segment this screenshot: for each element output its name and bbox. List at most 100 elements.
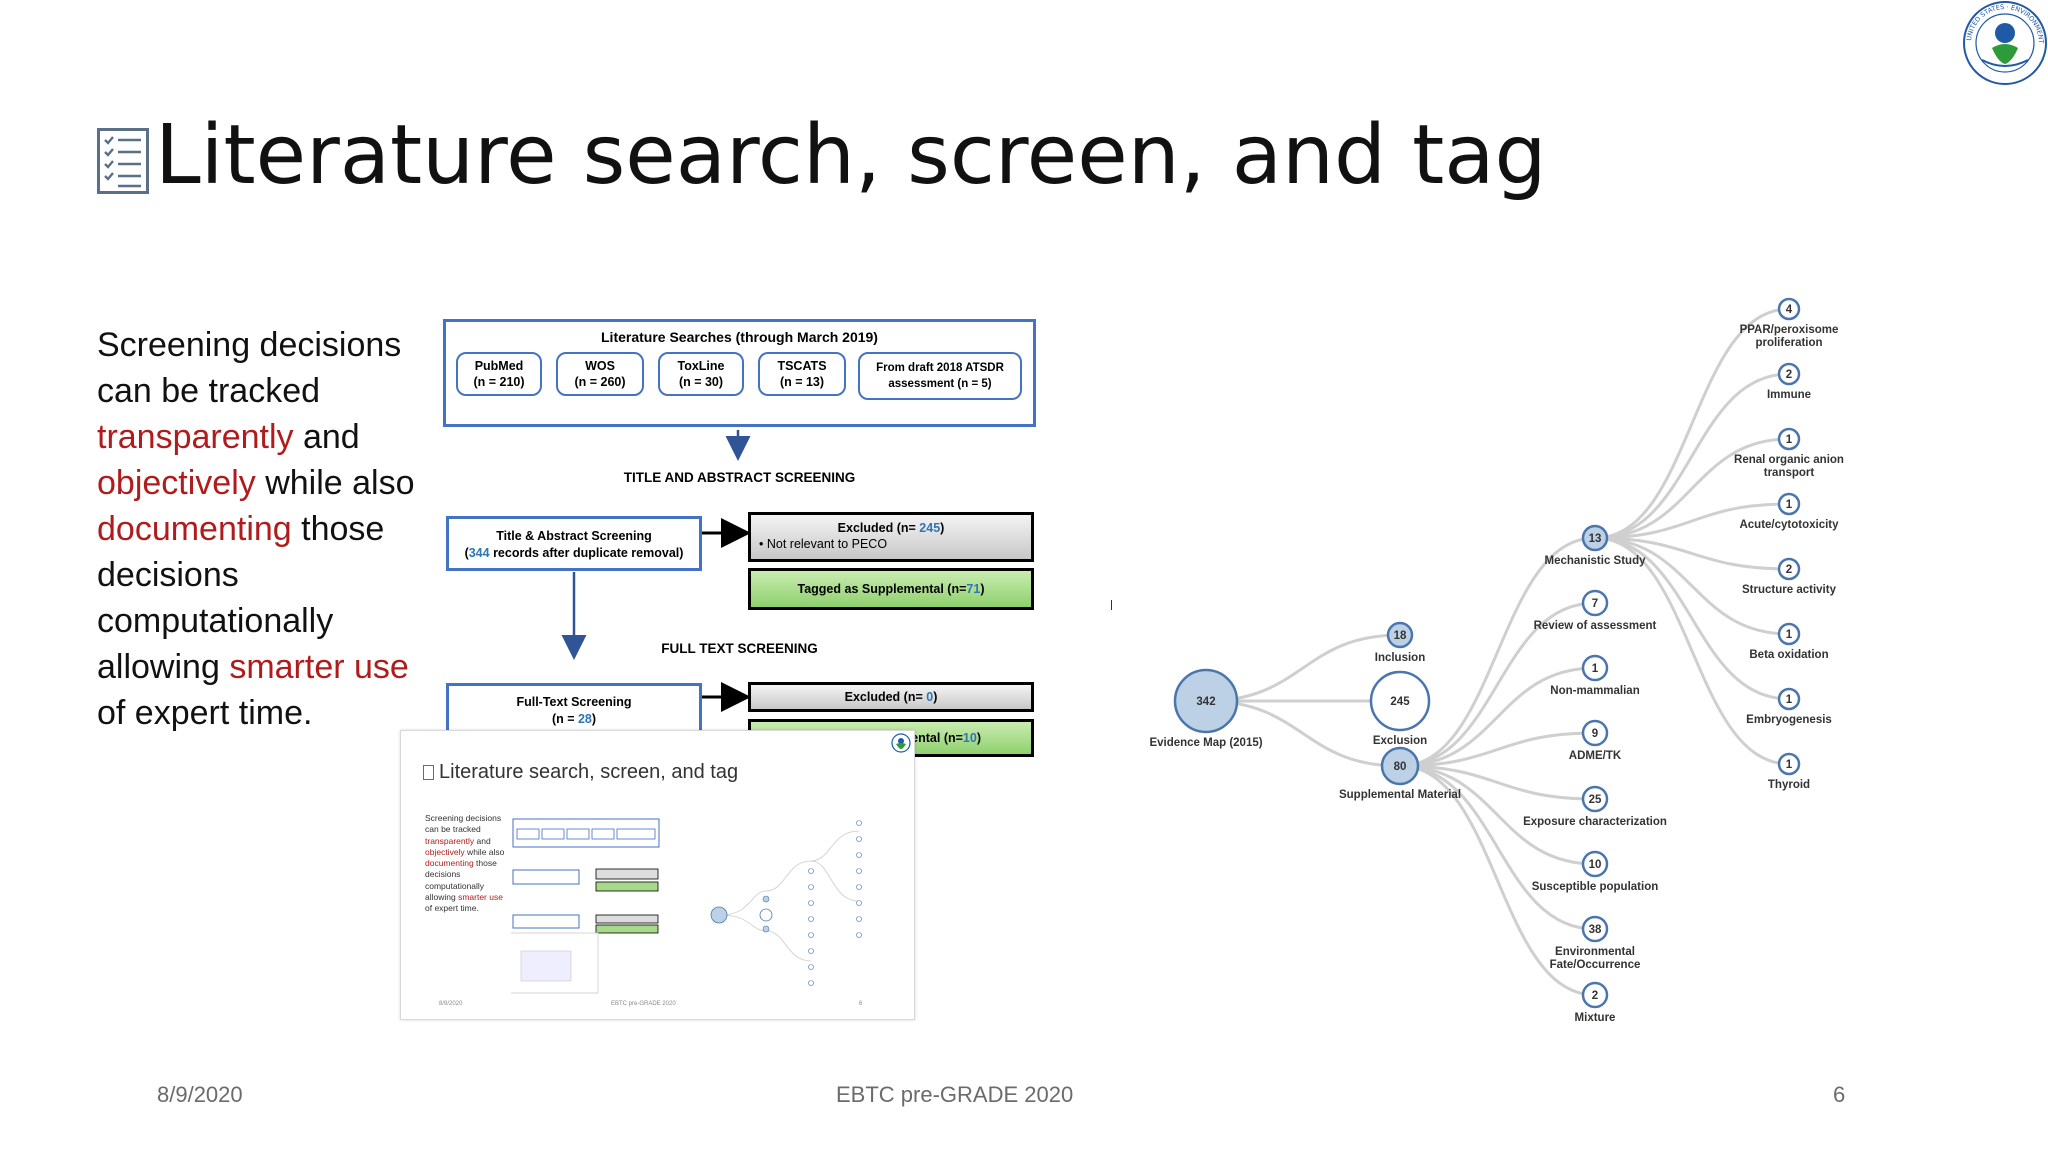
tree-node-count: 1 [1786,434,1793,446]
tree-link [1594,536,1790,571]
footer-center: EBTC pre-GRADE 2020 [836,1082,1074,1107]
highlight-text: smarter use [229,648,409,686]
tree-node-circle[interactable] [1777,557,1801,581]
tree-node-circle[interactable] [1777,297,1801,321]
tree-node-circle[interactable] [1777,492,1801,516]
supp2-visible: ental (n= [911,731,963,745]
tree-node-count: 25 [1589,794,1602,806]
text-cursor [1111,600,1112,610]
tree-node-circle[interactable] [1581,719,1609,747]
tree-node-circle[interactable] [1581,915,1609,943]
ta-box-line2-rest: records after duplicate removal) [489,546,684,560]
tree-link [1594,536,1790,701]
tree-node-label: Non-mammalian [1550,685,1639,697]
tree-node-circle[interactable] [1777,427,1801,451]
slide-thumbnail-inset[interactable]: Literature search, screen, and tag Scree… [400,730,915,1020]
tree-node-circle[interactable] [1581,850,1609,878]
highlight-text: transparently [425,835,475,846]
body-text-segment: Screening decisions can be tracked [425,813,502,835]
source-count: (n = 210) [473,375,525,389]
tree-node-circle[interactable] [1581,981,1609,1009]
excluded1-reason-text: Not relevant to PECO [766,537,888,551]
tree-node-label: PPAR/peroxisome [1740,324,1839,336]
tree-node-circle[interactable] [1777,687,1801,711]
tree-node-circle[interactable] [1369,670,1431,732]
inset-date: 8/9/2020 [439,1001,463,1007]
tree-node-count: 1 [1786,694,1793,706]
tree-node-circle[interactable] [1386,621,1414,649]
ta-heading: TITLE AND ABSTRACT SCREENING [623,470,856,485]
tree-node-circle[interactable] [1380,746,1420,786]
tree-node-circle[interactable] [1581,524,1609,552]
body-text-segment: and [293,418,360,456]
tree-link [1594,536,1790,766]
highlight-text: transparently [97,418,294,456]
supplemental-box-1: Tagged as Supplemental (n= 71) [748,568,1034,610]
tree-node-count: 1 [1786,629,1793,641]
tree-node-label: Mixture [1575,1012,1616,1024]
tree-node-count: 4 [1786,304,1793,316]
ft-box-line2: (n = 28) [551,712,597,726]
ft-heading: FULL TEXT SCREENING [661,641,818,656]
tree-node-count: 2 [1786,564,1792,576]
tree-node-circle[interactable] [1777,362,1801,386]
excluded2-count: 0 [926,690,934,704]
tree-node-label: proliferation [1755,337,1822,349]
tree-node-label: Fate/Occurrence [1550,959,1641,971]
tree-link [1399,731,1596,768]
tree-node-count: 1 [1786,759,1793,771]
source-count: assessment (n = 5) [888,378,992,390]
source-pill: From draft 2018 ATSDR assessment (n = 5) [858,352,1022,400]
tree-node-circle[interactable] [1581,654,1609,682]
highlight-text: objectively [97,464,256,502]
tree-node-label: Susceptible population [1532,881,1659,893]
inset-miniature [511,818,862,994]
tree-node-label: Mechanistic Study [1545,555,1647,567]
tree-link [1594,372,1790,540]
tree-node-label: ADME/TK [1569,750,1622,762]
inset-title: Literature search, screen, and tag [439,761,739,783]
tree-node-circle[interactable] [1173,668,1239,734]
excluded1-prefix: Excluded (n= [837,521,920,535]
tree-node-count: 245 [1390,696,1410,708]
tree-link [1399,536,1596,768]
tree-link [1594,502,1790,540]
tree-node-count: 342 [1196,696,1215,708]
tree-node-circle[interactable] [1777,752,1801,776]
tree-link [1399,764,1596,931]
body-text-segment: and [474,835,491,846]
tree-link [1399,764,1596,997]
tree-node-circle[interactable] [1777,622,1801,646]
tree-node-circle[interactable] [1581,785,1609,813]
ta-box-line1: Title & Abstract Screening [496,529,652,543]
body-text-segment: while also [255,464,415,502]
tree-node-circle[interactable] [1581,589,1609,617]
tree-node-label: Environmental [1555,946,1635,958]
tree-link [1399,601,1596,768]
tree-node-count: 2 [1786,369,1792,381]
source-name: From draft 2018 ATSDR [876,362,1004,374]
tree-link [1594,536,1790,636]
